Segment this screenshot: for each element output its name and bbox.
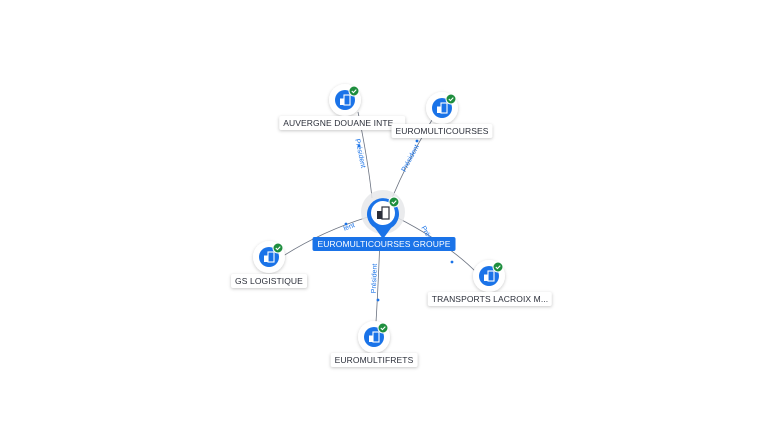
node-auvergne[interactable] (329, 84, 361, 116)
node-eurofrets[interactable] (358, 321, 390, 353)
center-node-label[interactable]: EUROMULTICOURSES GROUPE (312, 237, 456, 251)
node-transports[interactable] (473, 260, 505, 292)
edge-label-eurofrets: Président (370, 263, 379, 294)
verified-check-icon (388, 196, 400, 208)
building-icon (264, 251, 275, 263)
building-icon (377, 206, 390, 220)
building-icon (340, 94, 351, 106)
edge-arrow (415, 139, 419, 143)
building-icon (484, 270, 495, 282)
verified-check-icon (272, 242, 284, 254)
verified-check-icon (348, 85, 360, 97)
verified-check-icon (377, 322, 389, 334)
node-label-euromulticourses[interactable]: EUROMULTICOURSES (391, 124, 493, 138)
node-label-gs[interactable]: GS LOGISTIQUE (231, 274, 307, 288)
edge-gs (279, 216, 369, 259)
node-gs[interactable] (253, 241, 285, 273)
building-icon (369, 331, 380, 343)
node-label-eurofrets[interactable]: EUROMULTIFRETS (330, 353, 418, 367)
building-icon (437, 102, 448, 114)
node-label-auvergne[interactable]: AUVERGNE DOUANE INTE... (279, 116, 405, 130)
verified-check-icon (445, 93, 457, 105)
node-label-transports[interactable]: TRANSPORTS LACROIX M... (427, 292, 553, 306)
edge-arrow (450, 260, 454, 264)
edge-arrow (344, 222, 348, 226)
verified-check-icon (492, 261, 504, 273)
center-node[interactable] (361, 190, 405, 239)
edge-arrow (357, 144, 361, 148)
node-euromulticourses[interactable] (426, 92, 458, 124)
edge-arrow (376, 298, 380, 302)
